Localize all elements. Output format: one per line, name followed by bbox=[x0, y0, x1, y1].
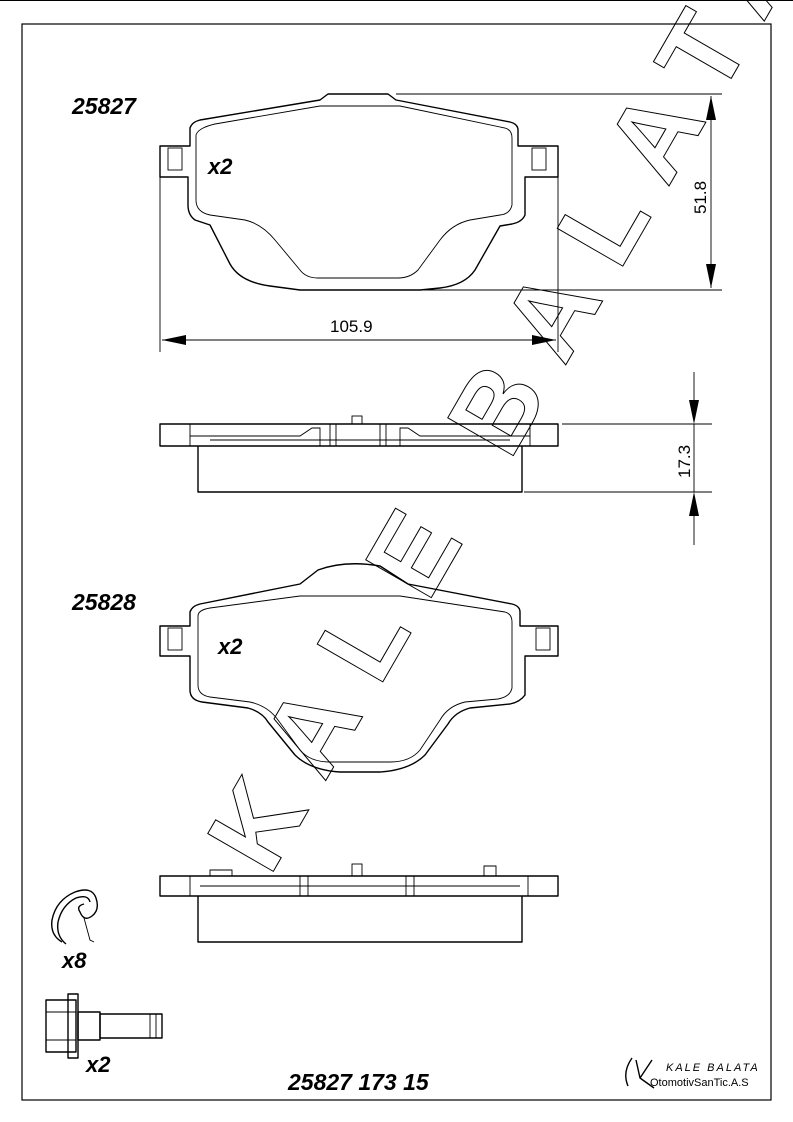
page-frame bbox=[21, 23, 772, 1101]
pad-b-outline bbox=[159, 563, 559, 773]
bolt-drawing bbox=[45, 993, 163, 1059]
bolt-quantity: x2 bbox=[85, 1052, 111, 1077]
logo-brand: KALE BALATA bbox=[666, 1062, 760, 1074]
part-number-a: 25827 bbox=[71, 93, 137, 119]
part-number-b: 25828 bbox=[71, 589, 136, 615]
logo-company: OtomotivSanTic.A.S bbox=[650, 1077, 749, 1089]
pad-a-outline bbox=[159, 93, 559, 291]
dimension-thickness: 17.3 bbox=[524, 372, 712, 545]
clip-drawing bbox=[51, 889, 99, 945]
width-value: 105.9 bbox=[330, 317, 373, 336]
pad-a-side-view bbox=[159, 415, 559, 493]
thickness-value: 17.3 bbox=[675, 445, 694, 478]
logo-mark-icon bbox=[625, 1057, 655, 1089]
height-value: 51.8 bbox=[691, 181, 710, 214]
watermark: KALE BALATA bbox=[183, 0, 793, 890]
clip-quantity: x8 bbox=[61, 948, 87, 973]
kit-code: 25827 173 15 bbox=[287, 1069, 430, 1095]
pad-b-side-view bbox=[159, 863, 559, 943]
watermark-text: KALE BALATA bbox=[184, 0, 793, 890]
pad-b-quantity: x2 bbox=[217, 634, 243, 659]
pad-a-quantity: x2 bbox=[207, 154, 233, 179]
dimension-width: 105.9 bbox=[159, 170, 559, 352]
company-logo: KALE BALATA OtomotivSanTic.A.S bbox=[625, 1057, 760, 1089]
dimension-height: 51.8 bbox=[396, 93, 722, 291]
